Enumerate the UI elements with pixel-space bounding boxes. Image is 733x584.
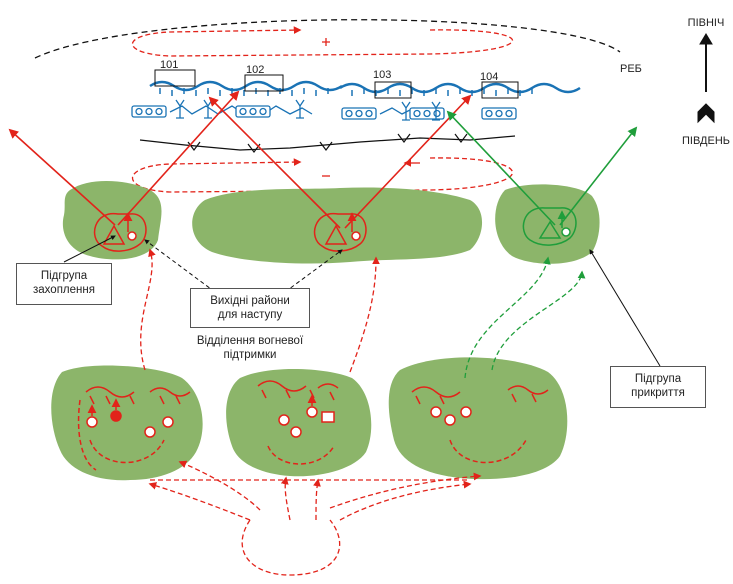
enemy-patrol-loop-bottom [131, 157, 514, 193]
enemy-personnel-markers [175, 99, 441, 121]
vegetation-bottom-center [226, 368, 372, 477]
vegetation-bottom-right [388, 357, 568, 480]
position-label-103: 103 [373, 69, 391, 81]
enemy-trench-line [149, 80, 581, 94]
position-label-102: 102 [246, 64, 264, 76]
cover-group-symbol [522, 207, 577, 246]
cover-base-right [411, 385, 549, 464]
position-label-101: 101 [160, 59, 178, 71]
fire-support-center [257, 380, 339, 465]
vegetation-bottom-left [51, 365, 203, 481]
approach-routes [140, 248, 380, 373]
vegetation-right [495, 184, 600, 264]
fire-support-left [77, 386, 191, 471]
position-102: 102 [244, 64, 284, 92]
position-101: 101 [154, 59, 196, 87]
north-arrow [697, 33, 715, 124]
cover-arrows [446, 110, 638, 226]
rear-routes [148, 460, 482, 576]
wire-obstacle [139, 133, 516, 153]
position-103: 103 [373, 69, 412, 99]
vegetation [51, 180, 600, 481]
ew-coverage-arc [34, 19, 621, 59]
compass-north-label: ПІВНІЧ [688, 17, 725, 29]
cover-group-callout: Підгрупа прикриття [610, 366, 706, 408]
compass-south-label: ПІВДЕНЬ [682, 135, 730, 147]
start-areas-callout: Вихідні райони для наступу [190, 288, 310, 328]
cover-approach-routes [464, 256, 586, 379]
enemy-patrol-loop-top [132, 26, 514, 57]
fire-support-label: Відділення вогневої підтримки [196, 335, 304, 361]
position-104: 104 [480, 71, 519, 99]
capture-group-callout: Підгрупа захоплення [16, 263, 112, 305]
position-label-104: 104 [480, 71, 498, 83]
reb-label: РЕБ [620, 63, 642, 75]
capture-group-left [93, 212, 147, 252]
callout-leaders [63, 235, 661, 367]
